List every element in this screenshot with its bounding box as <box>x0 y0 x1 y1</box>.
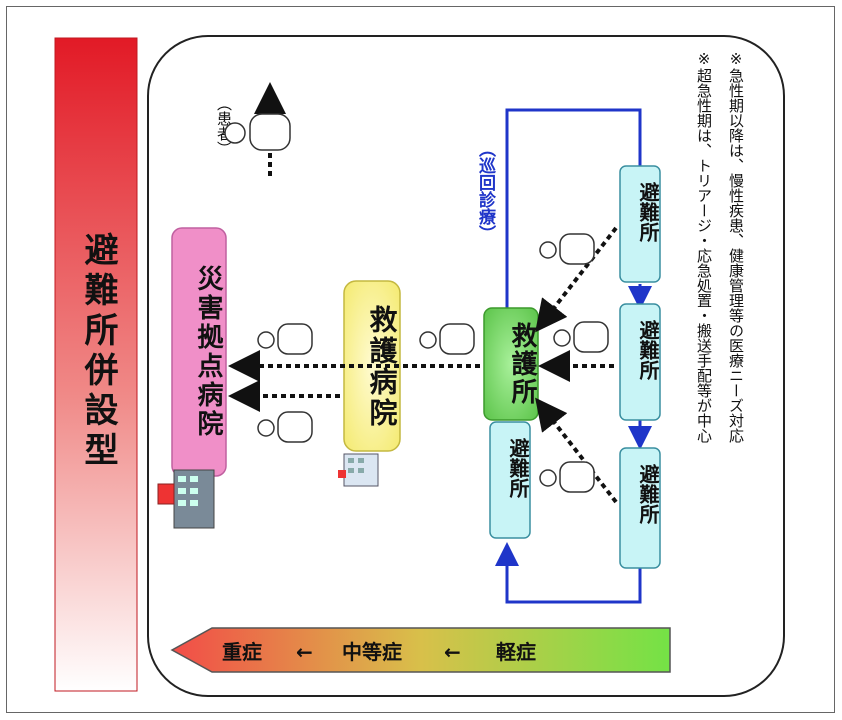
patient-icon <box>257 323 313 355</box>
patient-icon <box>553 321 609 353</box>
patient-icons <box>257 233 609 493</box>
severity-moderate: 中等症 <box>342 640 402 664</box>
small-hospital-icon <box>338 453 379 487</box>
title: 避難所併設型 <box>78 232 119 472</box>
severity-severe: 重症 <box>222 640 262 664</box>
aid-station-node: 救護所 <box>483 307 539 421</box>
severity-arrow-1: ← <box>296 640 313 664</box>
note-1: ※超急性期は、トリアージ・応急処置・搬送手配等が中心 <box>695 50 713 443</box>
patient-icon <box>539 461 595 493</box>
patient-icon <box>257 411 313 443</box>
aid-station-label: 救護所 <box>507 322 537 406</box>
patient-legend: （患者） <box>215 82 291 176</box>
main-panel <box>147 35 785 697</box>
patient-icon <box>419 323 475 355</box>
patient-icon <box>224 113 291 151</box>
shelter-label-bottom: 避難所 <box>636 463 660 525</box>
severity-arrow-2: ← <box>444 640 461 664</box>
shelter-node-bottom: 避難所 <box>619 447 661 569</box>
patient-flows <box>228 226 618 504</box>
title-bar: 避難所併設型 <box>54 37 138 692</box>
shelter-label-top: 避難所 <box>636 181 660 243</box>
diagram-frame <box>6 6 835 713</box>
shelter-label-middle: 避難所 <box>636 319 660 381</box>
shelter-node-top: 避難所 <box>619 165 661 283</box>
patrol-route <box>495 108 652 604</box>
shelter-node-center: 避難所 <box>489 421 531 539</box>
severity-bar: 重症 ← 中等症 ← 軽症 <box>170 627 671 673</box>
hospital-building-icon <box>157 469 215 529</box>
shelter-node-middle: 避難所 <box>619 303 661 421</box>
shelter-label-center: 避難所 <box>506 437 530 499</box>
note-2: ※急性期以降は、慢性疾患、健康管理等の医療ニーズ対応 <box>727 50 745 444</box>
disaster-hospital-label: 災害拠点病院 <box>193 265 223 439</box>
severity-mild: 軽症 <box>496 640 536 664</box>
disaster-hospital-node: 災害拠点病院 <box>171 227 227 477</box>
patrol-label: （巡回診療） <box>475 140 496 242</box>
patient-icon <box>539 233 595 265</box>
